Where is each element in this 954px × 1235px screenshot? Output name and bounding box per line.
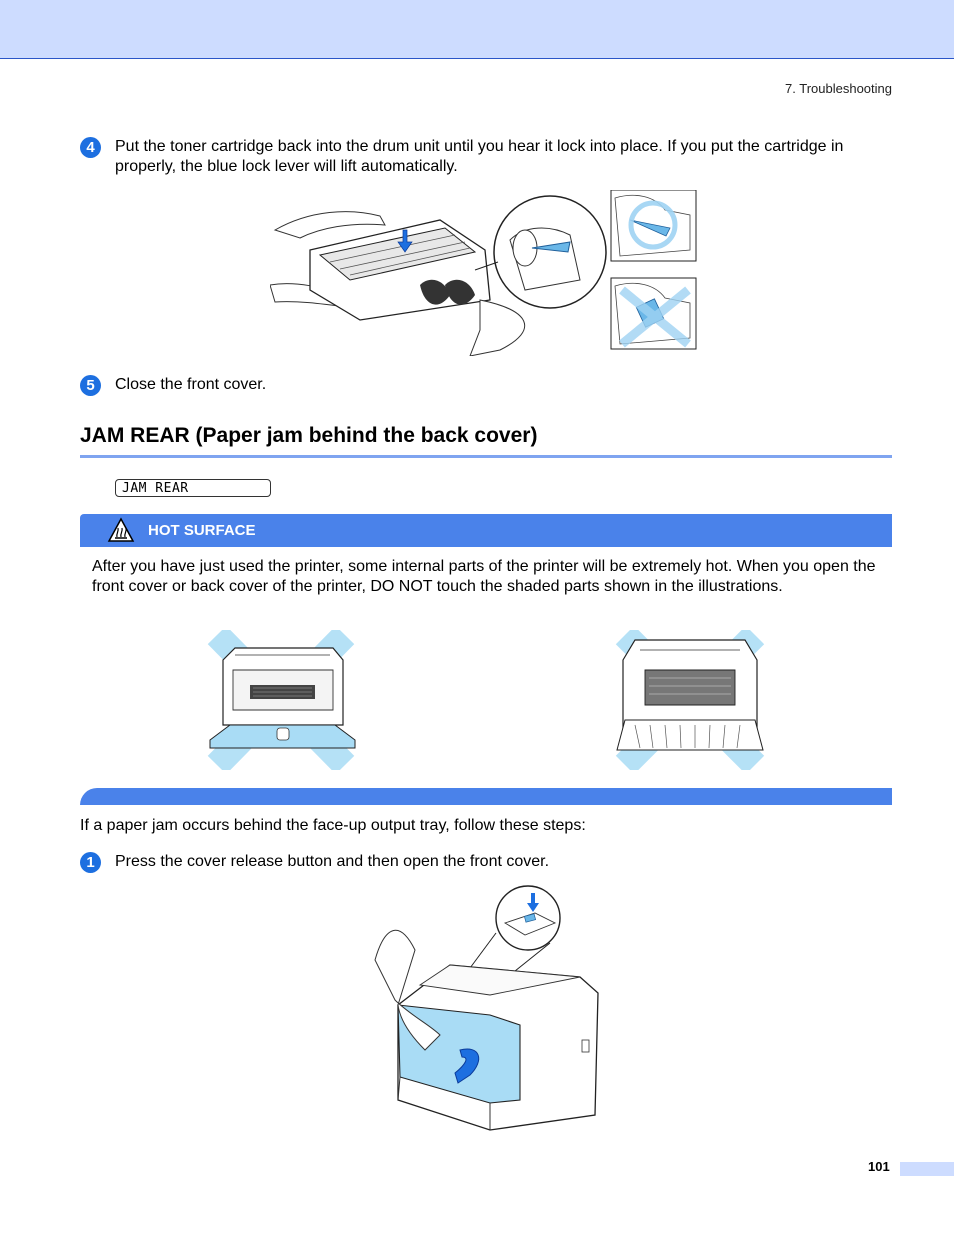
step-5: 5 Close the front cover. xyxy=(80,375,892,396)
step-number: 5 xyxy=(80,375,101,396)
step-text: Put the toner cartridge back into the dr… xyxy=(115,138,844,175)
step-text: Press the cover release button and then … xyxy=(115,853,550,870)
step-4: 4 Put the toner cartridge back into the … xyxy=(80,137,892,177)
step-number: 1 xyxy=(80,852,101,873)
step-number: 4 xyxy=(80,137,101,158)
step-1: 1 Press the cover release button and the… xyxy=(80,852,892,873)
page-tab xyxy=(900,1162,954,1176)
section-title: JAM REAR (Paper jam behind the back cove… xyxy=(80,424,538,447)
step-text: Close the front cover. xyxy=(115,376,267,393)
intro-text: If a paper jam occurs behind the face-up… xyxy=(80,817,586,834)
open-front-cover-illustration xyxy=(374,885,599,1131)
warning-end-bar xyxy=(80,788,892,805)
lcd-message: JAM REAR xyxy=(115,479,271,497)
running-head: 7. Troubleshooting xyxy=(785,81,892,96)
section-rule xyxy=(80,455,892,458)
warning-title: HOT SURFACE xyxy=(148,522,256,539)
toner-cartridge-illustration xyxy=(270,190,697,356)
page-number: 101 xyxy=(868,1159,890,1174)
page-header-band xyxy=(0,0,954,59)
printer-front-open-illustration xyxy=(207,630,356,770)
warning-body: After you have just used the printer, so… xyxy=(92,558,876,595)
warning-header-bar xyxy=(80,514,892,547)
hot-surface-icon xyxy=(107,517,135,542)
printer-back-open-illustration xyxy=(615,630,765,770)
